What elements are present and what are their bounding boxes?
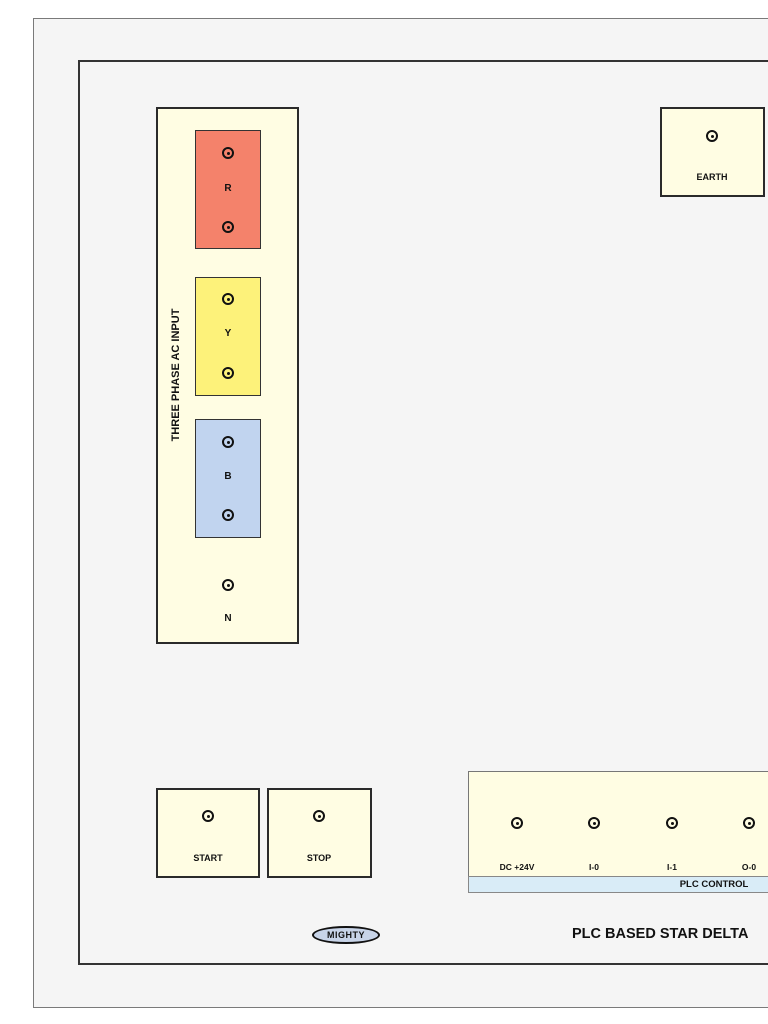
phase-b-terminal-bottom[interactable] <box>222 509 234 521</box>
plc-terminal-label: I-1 <box>667 862 677 872</box>
phase-y-terminal-bottom[interactable] <box>222 367 234 379</box>
plc-control-title: PLC CONTROL <box>679 879 749 890</box>
plc-terminal-label: I-0 <box>589 862 599 872</box>
start-label: START <box>193 853 223 863</box>
earth-block <box>660 107 765 197</box>
phase-y-label: Y <box>224 328 232 339</box>
plc-terminal-i0[interactable] <box>588 817 600 829</box>
earth-terminal[interactable] <box>706 130 718 142</box>
plc-control-strip: PLC CONTROL <box>468 876 768 893</box>
three-phase-title: THREE PHASE AC INPUT <box>170 308 182 442</box>
panel-footer-title: PLC BASED STAR DELTA <box>572 926 749 942</box>
stop-block <box>267 788 372 878</box>
start-block <box>156 788 260 878</box>
neutral-terminal[interactable] <box>222 579 234 591</box>
stop-terminal[interactable] <box>313 810 325 822</box>
plc-terminal-i1[interactable] <box>666 817 678 829</box>
neutral-label: N <box>224 613 232 624</box>
phase-y-terminal-top[interactable] <box>222 293 234 305</box>
phase-b-label: B <box>224 471 232 482</box>
phase-r-terminal-bottom[interactable] <box>222 221 234 233</box>
phase-r-terminal-top[interactable] <box>222 147 234 159</box>
phase-b-terminal-top[interactable] <box>222 436 234 448</box>
phase-r-label: R <box>224 183 232 194</box>
plc-terminal-dc24v[interactable] <box>511 817 523 829</box>
mighty-logo: MIGHTY <box>312 926 380 944</box>
earth-label: EARTH <box>696 172 728 182</box>
start-terminal[interactable] <box>202 810 214 822</box>
stop-label: STOP <box>306 853 332 863</box>
plc-terminal-label: DC +24V <box>499 862 535 872</box>
plc-terminal-o0[interactable] <box>743 817 755 829</box>
plc-terminal-label: O-0 <box>741 862 757 872</box>
